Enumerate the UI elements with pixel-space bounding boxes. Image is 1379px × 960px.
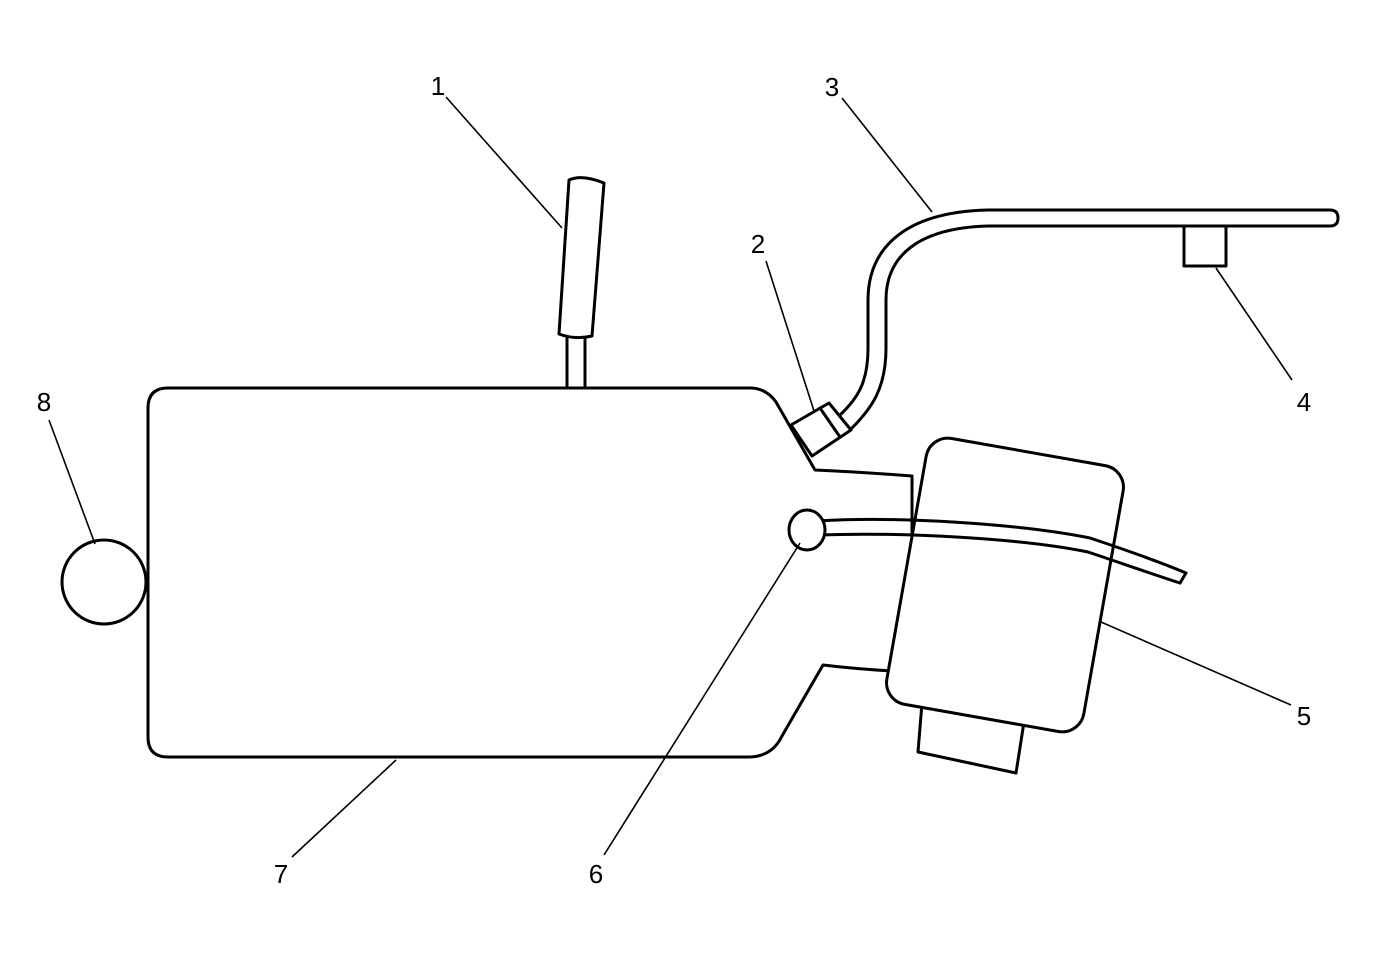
part-1-neck-stem — [565, 336, 587, 390]
part-6-line-end — [1178, 571, 1188, 585]
callout-8: 8 — [37, 387, 51, 417]
leader-4 — [1215, 267, 1293, 381]
part-1-hose — [557, 176, 606, 340]
part-3-tube — [838, 208, 1340, 430]
leader-8 — [48, 419, 96, 545]
callout-1: 1 — [431, 71, 445, 101]
leader-7 — [291, 759, 397, 858]
part-6-line — [816, 518, 1188, 575]
leader-2 — [765, 260, 815, 412]
part-2-connector-collar — [818, 406, 842, 439]
callout-7: 7 — [274, 859, 288, 889]
callout-4: 4 — [1297, 387, 1311, 417]
callout-3: 3 — [825, 72, 839, 102]
part-2-connector — [789, 401, 853, 458]
callout-6: 6 — [589, 859, 603, 889]
callout-2: 2 — [751, 229, 765, 259]
part-4-bracket — [1182, 224, 1228, 268]
part-8-round-cap — [60, 538, 148, 626]
leader-6 — [603, 542, 801, 856]
callout-5: 5 — [1297, 701, 1311, 731]
part-6-line-lower — [816, 532, 1182, 585]
leader-1 — [445, 96, 563, 229]
leader-3 — [841, 97, 933, 213]
part-7-reservoir-body — [146, 386, 914, 759]
leader-5 — [1100, 621, 1292, 706]
part-5-pump-motor — [885, 436, 1125, 734]
part-6-grommet — [787, 508, 827, 552]
